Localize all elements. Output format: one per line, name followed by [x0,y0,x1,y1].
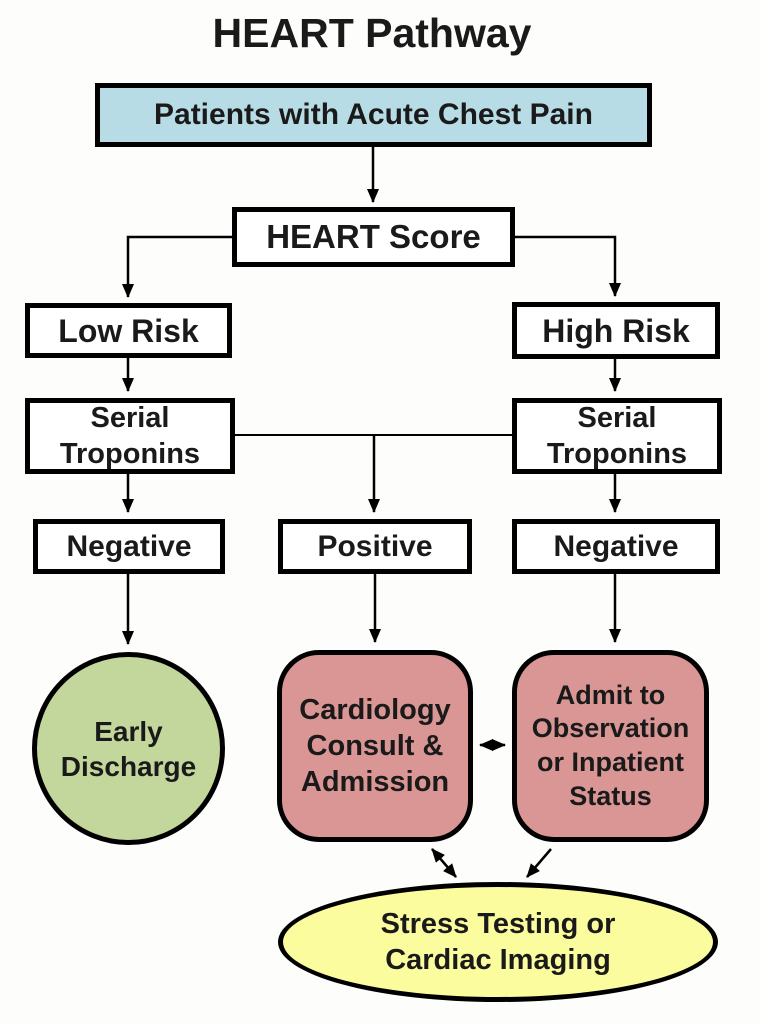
node-serial-troponins-right: Serial Troponins [512,398,722,474]
node-heart-score: HEART Score [232,207,515,267]
node-admit-observation-inpatient: Admit to Observation or Inpatient Status [512,650,709,842]
node-patients-label: Patients with Acute Chest Pain [154,98,593,132]
node-negative-right: Negative [512,519,720,574]
node-serial-troponins-left: Serial Troponins [25,398,235,474]
node-positive-label: Positive [317,529,433,563]
node-positive: Positive [278,519,472,574]
node-stress-testing-cardiac-imaging: Stress Testing or Cardiac Imaging [278,882,718,1002]
arrow-heart-score-to-low-risk [122,235,233,298]
node-cardiology-label: Cardiology Consult & Admission [299,693,451,799]
node-cardiology-consult-admission: Cardiology Consult & Admission [277,650,473,842]
node-low-risk-label: Low Risk [58,312,199,349]
node-early-discharge: Early Discharge [32,652,225,845]
arrow-cardiology-stress-bidirectional [431,848,457,878]
node-high-risk-label: High Risk [542,312,690,349]
node-serial-troponins-left-label: Serial Troponins [59,401,201,470]
node-early-discharge-label: Early Discharge [60,715,197,782]
node-negative-right-label: Negative [553,529,679,563]
node-admit-label: Admit to Observation or Inpatient Status [531,679,690,811]
arrow-admit-to-stress [526,848,552,878]
node-serial-troponins-right-label: Serial Troponins [546,401,688,470]
arrow-heart-score-to-high-risk [514,235,621,297]
node-negative-left-label: Negative [66,529,192,563]
node-low-risk: Low Risk [25,303,232,358]
node-stress-testing-label: Stress Testing or Cardiac Imaging [380,907,616,976]
diagram-title: HEART Pathway [212,10,532,56]
node-heart-score-label: HEART Score [266,218,481,256]
node-high-risk: High Risk [512,302,720,359]
node-patients-acute-chest-pain: Patients with Acute Chest Pain [95,83,652,147]
node-negative-left: Negative [33,519,225,574]
